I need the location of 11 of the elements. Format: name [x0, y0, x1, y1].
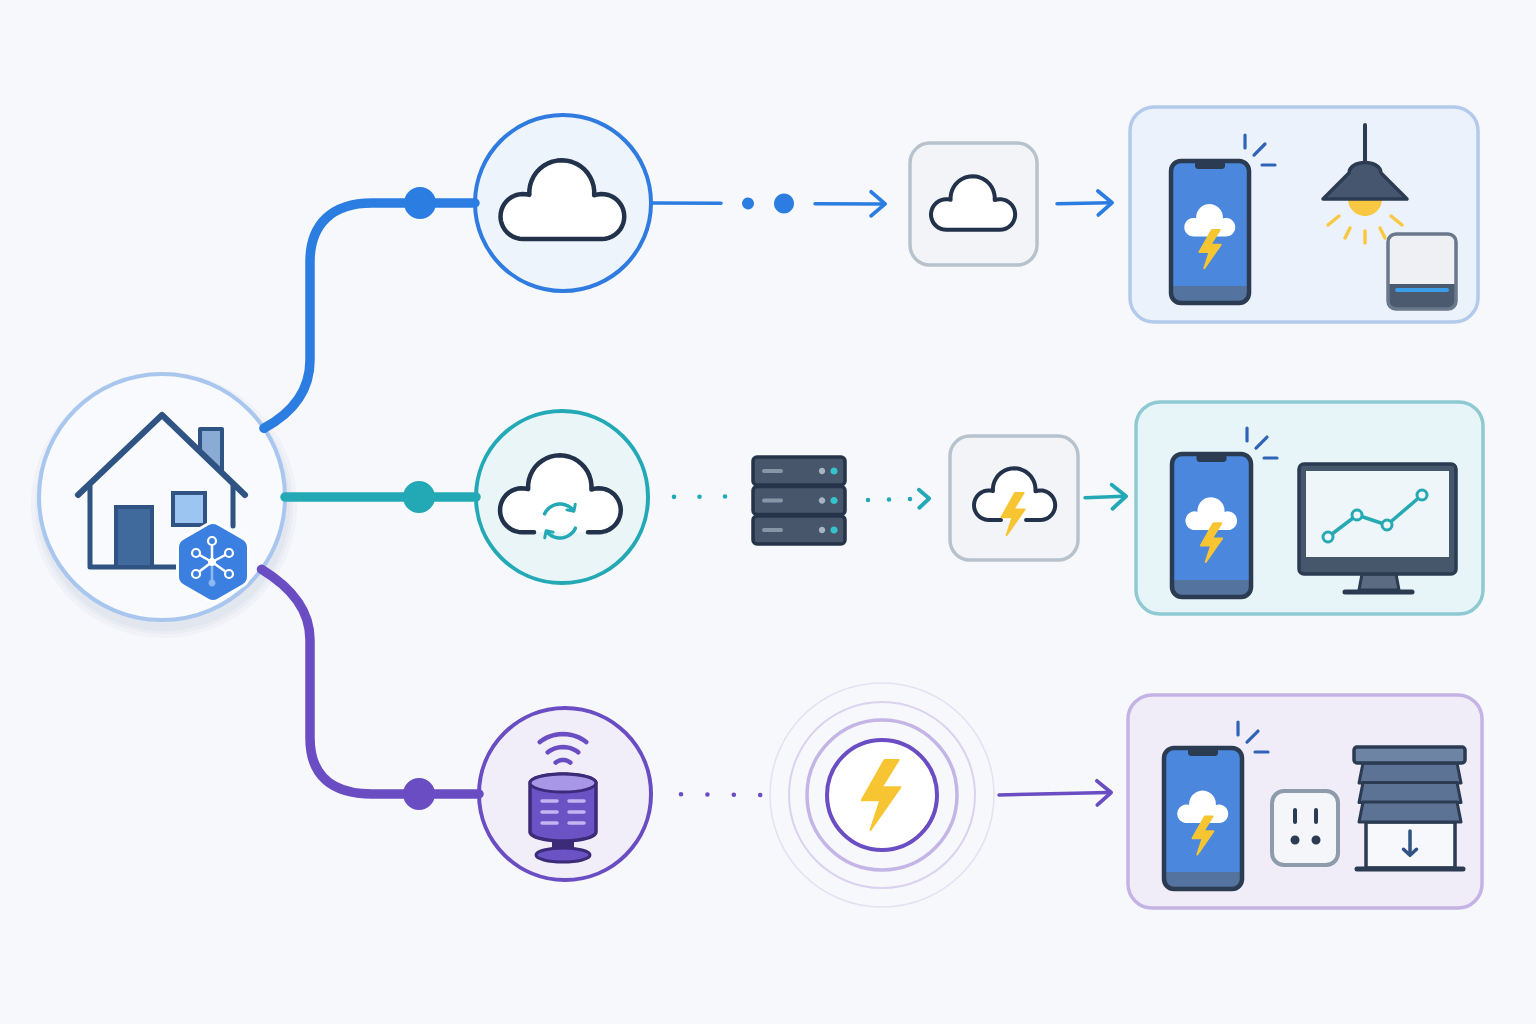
connector-line — [280, 492, 481, 502]
server-rack-icon — [751, 455, 847, 546]
arrow — [1083, 482, 1128, 511]
arrow — [1055, 189, 1114, 217]
dotted-arrow — [649, 189, 887, 218]
arrow — [997, 778, 1113, 807]
connector-line — [256, 564, 484, 799]
dotted-arrow — [865, 487, 931, 510]
connector-line — [259, 198, 480, 433]
dotted-line — [678, 791, 763, 798]
dotted-line — [671, 494, 728, 500]
